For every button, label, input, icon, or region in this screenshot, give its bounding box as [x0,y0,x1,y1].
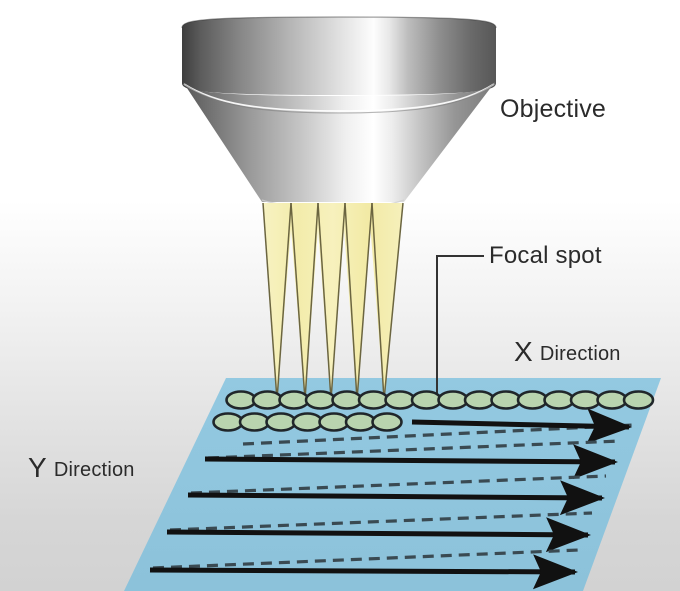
focal-spot-row-upper-spot-9 [437,390,469,410]
scan-dashed-3 [190,474,607,495]
focal-spot-row-upper-spot-1 [225,390,257,410]
focal-spot-label: Focal spot [489,242,602,269]
focal-spot-row-upper-spot-5 [331,390,363,410]
beam-ray-right-4 [356,202,373,401]
scan-dashed-4 [169,511,593,532]
scan-lines-group [149,408,635,590]
scan-arrow-2 [204,444,618,480]
beam-ray-lines [262,202,404,401]
beam-ray-right-1 [276,202,292,401]
objective-highlight-band [183,83,495,112]
focal-spot-row-upper-spot-11 [490,390,522,410]
y-direction-text: Direction [53,459,135,481]
beam-ray-left-5 [371,202,385,401]
scan-arrow-4 [166,517,591,553]
focal-spot-row-upper-spot-12 [516,390,549,410]
focal-spot-row-upper-spot-10 [463,390,496,410]
focal-spot-row-upper-spot-4 [304,390,337,410]
focal-spot-row-lower-spot-3 [265,412,297,432]
scan-arrow-3 [187,480,605,516]
x-direction-text: Direction [539,343,621,365]
objective-top-rim [181,16,497,29]
objective-cone [183,82,495,202]
objective-label: Objective [500,95,607,123]
light-beam-group [262,202,404,401]
focal-spot-leader-line [436,255,484,400]
scan-arrow-1 [411,408,632,444]
focal-spot-leader-group [436,255,484,400]
beam-ray-left-2 [290,202,306,401]
focal-spot-row-upper-spot-15 [596,390,628,410]
objective-barrel [182,17,496,95]
y-axis-letter: Y [28,452,47,483]
focal-spot-row-upper-spot-14 [569,390,602,410]
scan-dashed-2 [207,439,621,460]
y-direction-label: Y Direction [28,452,135,484]
focal-spot-row-upper-spot-16 [622,390,655,410]
focal-spot-row-upper-spot-7 [384,390,416,410]
focal-spot-row-upper-spot-8 [410,390,443,410]
focal-spot-row-lower-spot-5 [318,412,350,432]
focal-spot-row-upper-spot-6 [357,390,390,410]
objective-lens-group [181,16,497,209]
focal-spot-row-lower-spot-2 [238,412,271,432]
scan-dashed-1 [242,423,635,446]
focal-spot-row-lower-spot-1 [212,412,244,432]
focal-spot-row-upper-spot-2 [251,390,284,410]
beam-ray-right-2 [304,202,319,401]
scan-arrow-5 [149,554,578,590]
beam-ray-left-3 [317,202,332,401]
focal-spot-row-lower-spot-6 [344,412,377,432]
focal-spot-row-upper-spot-13 [543,390,575,410]
focal-spot-row-lower-spot-4 [291,412,324,432]
beam-ray-right-5 [383,202,404,401]
focal-spot-rows [212,390,655,432]
x-direction-label: X Direction [514,336,621,368]
x-axis-letter: X [514,336,533,367]
beam-ray-right-3 [330,202,346,401]
objective-seam-line [183,83,495,114]
beam-ray-left-4 [344,202,358,401]
beam-ray-left-1 [262,202,278,401]
focal-spot-row-lower-spot-7 [371,412,403,432]
focal-spot-row-upper-spot-3 [278,390,310,410]
